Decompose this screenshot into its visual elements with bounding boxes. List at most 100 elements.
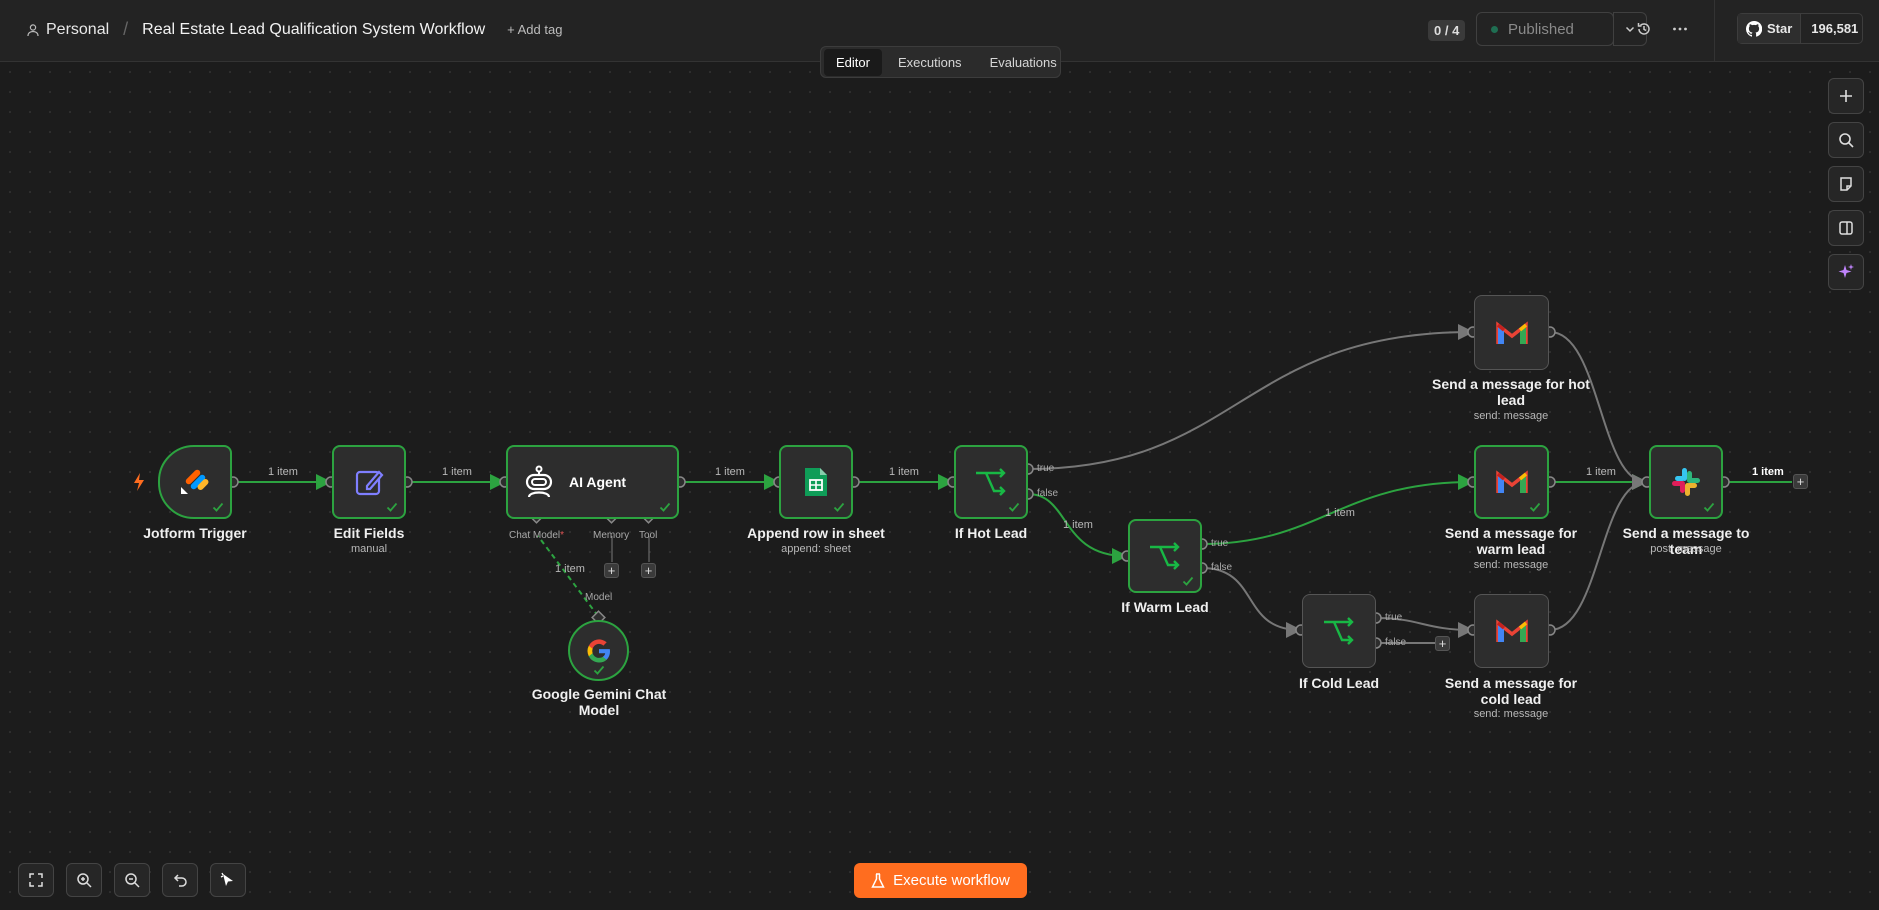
undo-button[interactable] xyxy=(162,863,198,897)
node-subtitle: send: message xyxy=(1473,708,1549,720)
node-subtitle: post: message xyxy=(1650,543,1722,555)
slack-icon xyxy=(1672,468,1700,496)
user-icon xyxy=(27,23,39,36)
edge-msghot-team[interactable] xyxy=(1549,331,1648,490)
success-check-icon xyxy=(1182,576,1194,586)
node-ai-agent[interactable]: AI Agent xyxy=(506,445,679,519)
execute-workflow-label: Execute workflow xyxy=(893,872,1010,889)
node-if-hot-lead[interactable] xyxy=(954,445,1028,519)
github-icon xyxy=(1746,20,1762,37)
edge-label: 1 item xyxy=(1752,466,1784,478)
sticky-note-button[interactable] xyxy=(1828,166,1864,202)
node-if-cold-lead[interactable] xyxy=(1302,594,1376,668)
node-label: Send a message to team xyxy=(1622,525,1750,557)
edge-label: 1 item xyxy=(715,466,745,478)
edge-label: 1 item xyxy=(555,563,585,575)
success-check-icon xyxy=(1008,502,1020,512)
history-icon[interactable] xyxy=(1635,20,1653,38)
chevron-down-icon xyxy=(1625,26,1635,33)
add-tool-button[interactable]: + xyxy=(641,563,656,578)
node-send-cold-lead[interactable] xyxy=(1474,594,1549,668)
github-star-button[interactable]: Star 196,581 xyxy=(1737,13,1863,44)
node-label: If Hot Lead xyxy=(954,525,1028,541)
edge-ifwarm-ifcold[interactable] xyxy=(1201,567,1302,638)
zoom-in-icon xyxy=(77,873,92,888)
success-check-icon xyxy=(386,502,398,512)
evaluation-counter: 0 / 4 xyxy=(1428,20,1466,41)
search-icon xyxy=(1839,133,1854,148)
node-subtitle: send: message xyxy=(1473,559,1549,571)
toggle-panel-button[interactable] xyxy=(1828,210,1864,246)
node-send-team[interactable] xyxy=(1649,445,1723,519)
add-node-panel-button[interactable] xyxy=(1828,78,1864,114)
port-label-chat-model: Chat Model* xyxy=(509,530,565,541)
search-nodes-button[interactable] xyxy=(1828,122,1864,158)
branch-icon xyxy=(1324,617,1354,645)
port-label-false: false xyxy=(1385,637,1407,648)
edge-msgcold-team[interactable] xyxy=(1549,474,1648,631)
success-check-icon xyxy=(659,502,671,512)
ai-assistant-button[interactable] xyxy=(1828,254,1864,290)
node-if-warm-lead[interactable] xyxy=(1128,519,1202,593)
port-label-model: Model xyxy=(585,592,613,603)
more-options-icon[interactable] xyxy=(1671,20,1689,38)
edge-ifhot-ifwarm[interactable] xyxy=(1027,493,1128,564)
tab-editor[interactable]: Editor xyxy=(824,48,882,76)
port-label-true: true xyxy=(1037,463,1055,474)
edge-ifwarm-msgwarm[interactable] xyxy=(1201,474,1474,545)
node-label: Google Gemini Chat Model xyxy=(531,686,667,718)
execute-workflow-button[interactable]: Execute workflow xyxy=(854,863,1027,898)
tab-executions[interactable]: Executions xyxy=(897,54,962,70)
node-label: If Cold Lead xyxy=(1298,675,1380,691)
add-node-button[interactable]: + xyxy=(1793,474,1808,489)
node-edit-fields[interactable] xyxy=(332,445,406,519)
success-check-icon xyxy=(212,502,224,512)
sparkle-icon xyxy=(1838,264,1854,278)
gmail-icon xyxy=(1495,470,1528,493)
port-label-memory: Memory xyxy=(593,530,630,541)
add-tag-button[interactable]: + Add tag xyxy=(507,22,563,37)
branch-icon xyxy=(976,468,1006,496)
node-label: Edit Fields xyxy=(333,525,405,541)
port-label-true: true xyxy=(1385,612,1403,623)
edge-ifhot-msghot[interactable] xyxy=(1027,324,1474,470)
port-label-false: false xyxy=(1211,562,1233,573)
workspace-link[interactable]: Personal xyxy=(46,20,110,38)
node-append-row[interactable] xyxy=(779,445,853,519)
workflow-title[interactable]: Real Estate Lead Qualification System Wo… xyxy=(142,20,486,38)
pencil-icon xyxy=(355,470,384,496)
header-divider xyxy=(1714,0,1715,62)
zoom-out-button[interactable] xyxy=(114,863,150,897)
publish-dropdown[interactable] xyxy=(1613,12,1647,46)
jotform-icon xyxy=(181,469,209,494)
node-subtitle: manual xyxy=(350,543,388,555)
gmail-icon xyxy=(1495,320,1528,344)
flask-icon xyxy=(871,872,885,888)
node-send-warm-lead[interactable] xyxy=(1474,445,1549,519)
success-check-icon xyxy=(1703,502,1715,512)
node-google-gemini[interactable] xyxy=(568,620,629,681)
add-memory-button[interactable]: + xyxy=(604,563,619,578)
branch-icon xyxy=(1150,542,1180,570)
tab-evaluations[interactable]: Evaluations xyxy=(989,54,1057,70)
node-label: If Warm Lead xyxy=(1121,599,1209,615)
node-send-hot-lead[interactable] xyxy=(1474,295,1549,370)
github-star-count: 196,581 xyxy=(1811,21,1859,36)
add-node-button[interactable]: + xyxy=(1435,636,1450,651)
robot-icon xyxy=(525,465,553,498)
edge-label: 1 item xyxy=(1586,466,1616,478)
publish-button[interactable]: Published xyxy=(1476,12,1647,46)
fit-view-button[interactable] xyxy=(18,863,54,897)
tidy-up-button[interactable] xyxy=(210,863,246,897)
zoom-out-icon xyxy=(125,873,140,888)
node-title: AI Agent xyxy=(569,474,627,490)
node-subtitle: send: message xyxy=(1473,410,1549,422)
edge-ifcold-msgcold[interactable] xyxy=(1375,617,1474,638)
tidy-up-icon xyxy=(220,872,233,886)
zoom-in-button[interactable] xyxy=(66,863,102,897)
node-jotform-trigger[interactable] xyxy=(158,445,232,519)
edge-gemini-agent[interactable] xyxy=(537,535,599,617)
edge-label: 1 item xyxy=(268,466,298,478)
google-sheets-icon xyxy=(805,468,827,496)
